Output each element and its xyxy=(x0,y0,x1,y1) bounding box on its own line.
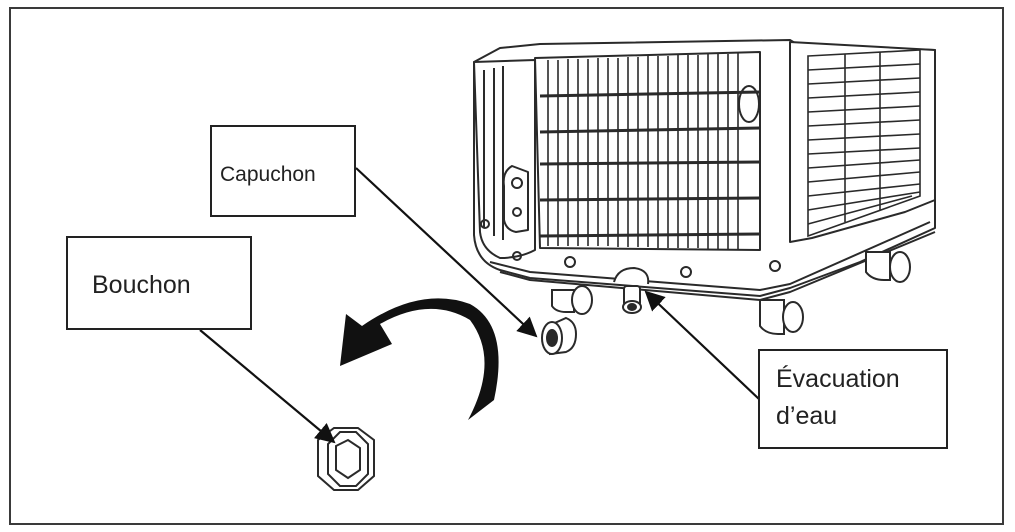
drain-outlet xyxy=(622,285,642,314)
bouchon-label: Bouchon xyxy=(92,271,191,299)
capuchon-leader-arrow xyxy=(355,167,538,338)
evacuation-leader-arrow xyxy=(644,290,761,401)
capuchon-label-box: Capuchon xyxy=(210,125,356,217)
cap-part xyxy=(541,316,578,356)
bouchon-leader-arrow xyxy=(199,329,336,444)
caster-wheels xyxy=(551,251,911,335)
water-drain-label-box: Évacuation d’eau xyxy=(758,349,948,449)
plug-part xyxy=(317,427,375,491)
water-drain-label-line2: d’eau xyxy=(776,402,838,430)
rotation-arrow xyxy=(340,298,499,420)
bouchon-label-box: Bouchon xyxy=(66,236,252,330)
side-louvres xyxy=(807,49,921,238)
capuchon-label: Capuchon xyxy=(220,163,316,186)
water-drain-label-line1: Évacuation xyxy=(776,365,900,393)
leader-lines xyxy=(199,167,761,444)
rear-grill xyxy=(539,53,761,249)
